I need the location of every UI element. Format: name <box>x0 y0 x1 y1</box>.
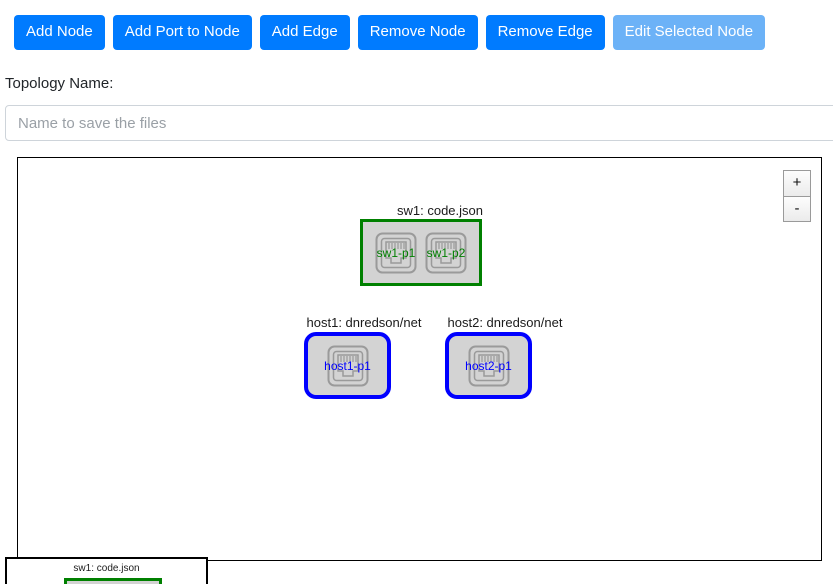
minimap-panel[interactable]: sw1: code.json <box>5 557 208 584</box>
zoom-out-button[interactable]: - <box>783 196 811 222</box>
port-host1-p1[interactable]: host1-p1 <box>324 343 371 389</box>
graph-node-sw1[interactable]: sw1-p1 sw1-p2 <box>360 219 482 286</box>
ethernet-port-icon <box>425 232 467 273</box>
port-label-host2-p1: host2-p1 <box>465 358 512 373</box>
add-node-button[interactable]: Add Node <box>14 15 105 50</box>
graph-node-host1[interactable]: host1-p1 <box>304 332 391 399</box>
zoom-controls: + - <box>783 170 811 222</box>
node-label-sw1: sw1: code.json <box>397 203 483 218</box>
port-host2-p1[interactable]: host2-p1 <box>465 343 512 389</box>
minimap-node-sw1 <box>64 578 162 584</box>
toolbar: Add Node Add Port to Node Add Edge Remov… <box>14 15 766 50</box>
add-port-to-node-button[interactable]: Add Port to Node <box>112 15 252 50</box>
topology-name-input[interactable] <box>5 105 833 141</box>
graph-node-host2[interactable]: host2-p1 <box>445 332 532 399</box>
port-label-sw1-p2: sw1-p2 <box>426 245 466 260</box>
graph-canvas[interactable]: + - sw1: code.json <box>17 157 822 561</box>
remove-node-button[interactable]: Remove Node <box>357 15 478 50</box>
ethernet-port-icon <box>468 345 509 386</box>
remove-edge-button[interactable]: Remove Edge <box>485 15 605 50</box>
node-label-host2: host2: dnredson/net <box>447 315 563 330</box>
add-edge-button[interactable]: Add Edge <box>259 15 350 50</box>
minimap-node-label: sw1: code.json <box>73 563 140 574</box>
ethernet-port-icon <box>375 232 417 273</box>
edit-selected-node-button[interactable]: Edit Selected Node <box>612 15 766 50</box>
node-label-host1: host1: dnredson/net <box>306 315 422 330</box>
port-sw1-p2[interactable]: sw1-p2 <box>424 230 468 276</box>
port-sw1-p1[interactable]: sw1-p1 <box>374 230 418 276</box>
port-label-sw1-p1: sw1-p1 <box>376 245 416 260</box>
topology-name-label: Topology Name: <box>5 75 114 92</box>
zoom-in-button[interactable]: + <box>783 170 811 196</box>
ethernet-port-icon <box>327 345 368 386</box>
port-label-host1-p1: host1-p1 <box>324 358 371 373</box>
